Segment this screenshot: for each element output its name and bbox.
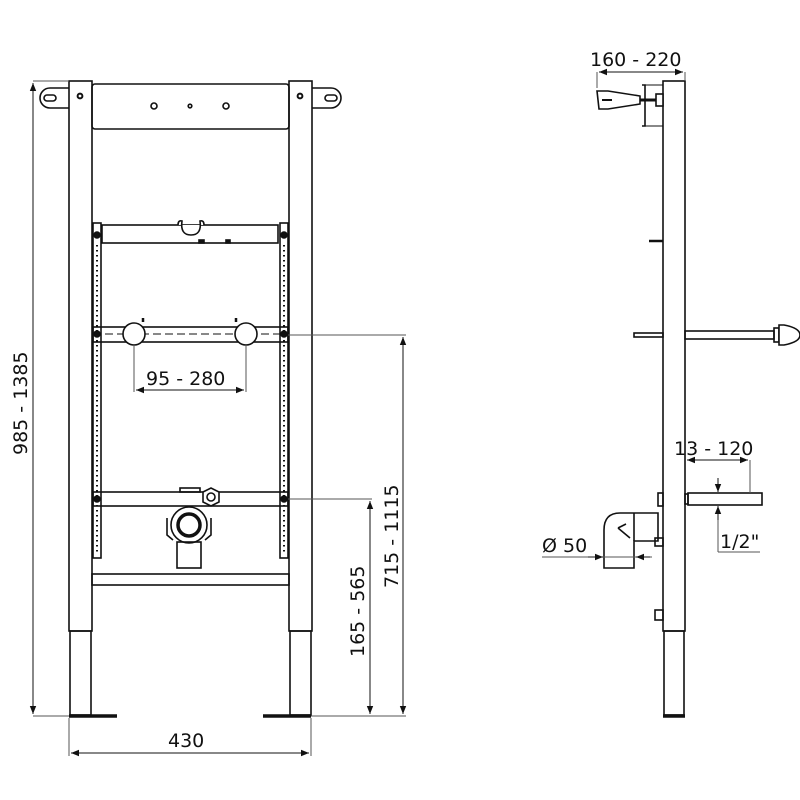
front-view [39, 80, 342, 718]
right-rail [279, 222, 289, 559]
left-wall-lug [39, 87, 69, 109]
right-wall-lug [312, 87, 342, 109]
side-upright [662, 80, 686, 632]
side-dimensions [542, 68, 760, 561]
right-upright [288, 80, 313, 632]
top-panel [91, 83, 290, 130]
tap-height-label: 715 - 1115 [381, 484, 403, 588]
bottom-crossbar [91, 573, 290, 586]
rear-rod [633, 332, 664, 338]
right-leg [289, 630, 312, 716]
overall-height-label: 985 - 1385 [10, 351, 32, 455]
supply-projection-label: 13 - 120 [674, 438, 753, 460]
side-leg [663, 630, 685, 716]
frame-width-label: 430 [168, 730, 204, 752]
nut [202, 487, 220, 507]
waste-diameter-label: Ø 50 [542, 535, 587, 557]
left-leg [69, 630, 92, 716]
supply-pipe [687, 492, 763, 506]
tap-spacing-label: 95 - 280 [146, 368, 225, 390]
wall-anchor [596, 90, 641, 110]
lower-crossbar [92, 491, 289, 507]
outlet-height-label: 165 - 565 [347, 566, 369, 657]
supply-thread-label: 1/2" [720, 531, 759, 553]
bracket-depth-label: 160 - 220 [590, 49, 681, 71]
left-rail [92, 222, 102, 559]
left-upright [68, 80, 93, 632]
right-tap-connector [234, 322, 258, 346]
tap-cap [778, 324, 800, 346]
outlet-pipe [176, 541, 202, 569]
tap-rod [684, 330, 775, 340]
left-tap-connector [122, 322, 146, 346]
waste-elbow [603, 512, 659, 569]
side-view [596, 80, 800, 718]
front-dimensions [29, 80, 407, 757]
